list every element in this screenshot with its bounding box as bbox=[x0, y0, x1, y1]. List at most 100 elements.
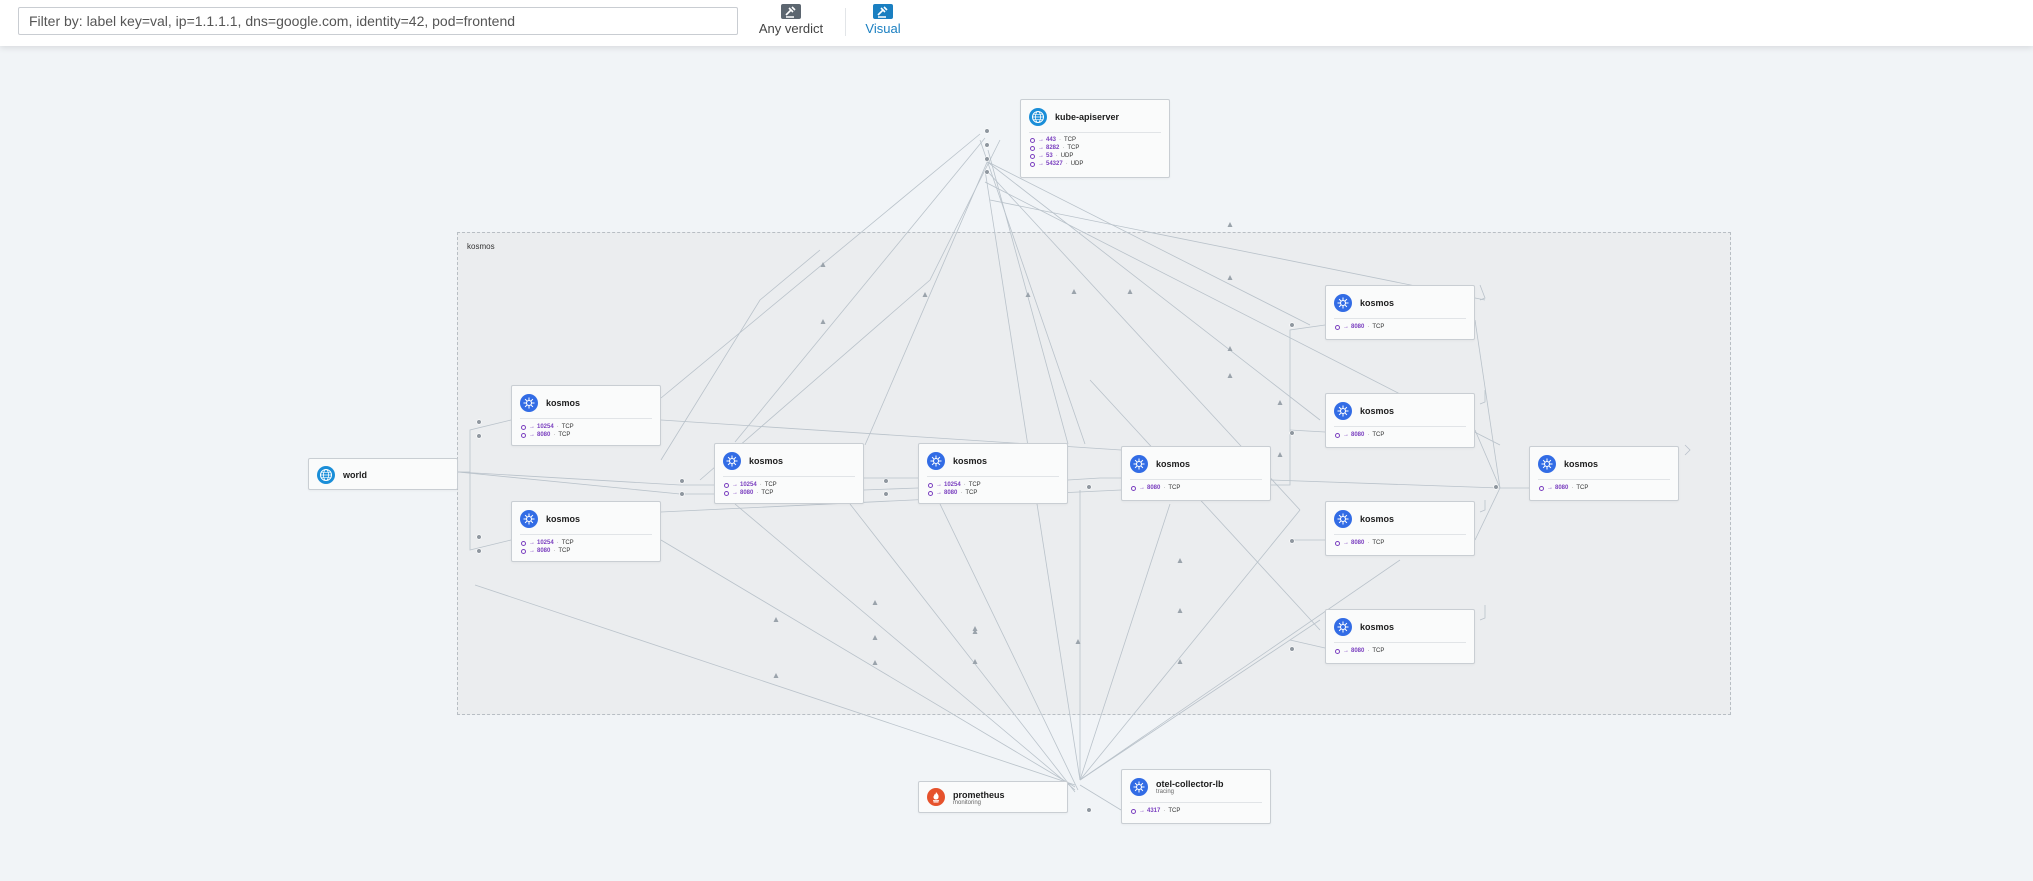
kubernetes-wheel-icon bbox=[723, 452, 741, 470]
edge-path bbox=[699, 139, 1001, 481]
port-list: →4317·TCP bbox=[1131, 807, 1180, 815]
edge-port-dot bbox=[984, 169, 990, 175]
kubernetes-wheel-icon bbox=[1130, 455, 1148, 473]
port-row: →8080·TCP bbox=[1131, 484, 1180, 492]
edge-path bbox=[864, 159, 989, 446]
node-divider bbox=[1334, 642, 1466, 643]
port-list: →8080·TCP bbox=[1335, 647, 1384, 655]
port-row: →8282·TCP bbox=[1030, 144, 1083, 152]
kubernetes-wheel-icon bbox=[520, 510, 538, 528]
node-world[interactable]: world bbox=[308, 458, 458, 490]
edge-path bbox=[1271, 324, 1326, 486]
edge-path bbox=[1079, 503, 1171, 781]
edge-arrow bbox=[1071, 289, 1077, 294]
edge-path bbox=[1289, 429, 1326, 433]
edge-path bbox=[734, 137, 986, 443]
edge-arrow bbox=[872, 660, 878, 665]
node-kosmos[interactable]: kosmos →8080·TCP bbox=[1325, 501, 1475, 556]
node-divider bbox=[1334, 534, 1466, 535]
edge-port-dot bbox=[984, 128, 990, 134]
edge-arrow bbox=[1075, 639, 1081, 644]
port-row: →10254·TCP bbox=[724, 481, 777, 489]
edge-arrow bbox=[872, 635, 878, 640]
node-namespace: tracing bbox=[1156, 789, 1175, 795]
edge-port-dot bbox=[1289, 538, 1295, 544]
node-kosmos[interactable]: kosmos →8080·TCP bbox=[1121, 446, 1271, 501]
port-row: →8080·TCP bbox=[1335, 647, 1384, 655]
edge-port-dot bbox=[984, 142, 990, 148]
edge-path bbox=[469, 472, 512, 551]
port-list: →8080·TCP bbox=[1335, 539, 1384, 547]
edge-path bbox=[734, 503, 1076, 791]
edge-port-dot bbox=[679, 491, 685, 497]
verdict-filter-label: Any verdict bbox=[758, 21, 824, 36]
node-title: world bbox=[343, 470, 367, 480]
filter-input[interactable] bbox=[18, 7, 738, 35]
edge-port-dot bbox=[883, 478, 889, 484]
edge-path bbox=[1089, 379, 1321, 631]
edge-arrow bbox=[872, 600, 878, 605]
edge-path bbox=[987, 161, 1311, 326]
edge-port-dot bbox=[476, 433, 482, 439]
edge-arrow bbox=[1277, 400, 1283, 405]
port-list: →10254·TCP →8080·TCP bbox=[928, 481, 981, 497]
port-list: →8080·TCP bbox=[1335, 323, 1384, 331]
node-otel-collector-lb[interactable]: otel-collector-lb tracing →4317·TCP bbox=[1121, 769, 1271, 824]
node-divider bbox=[723, 476, 855, 477]
node-kosmos[interactable]: kosmos →8080·TCP bbox=[1529, 446, 1679, 501]
namespace-label: kosmos bbox=[467, 242, 495, 251]
port-list: →8080·TCP bbox=[1335, 431, 1384, 439]
edge-port-dot bbox=[679, 478, 685, 484]
edge-path bbox=[457, 471, 714, 495]
port-list: →8080·TCP bbox=[1131, 484, 1180, 492]
kubernetes-wheel-icon bbox=[1130, 778, 1148, 796]
edge-path bbox=[849, 503, 1076, 793]
edge-path bbox=[1479, 500, 1486, 513]
node-kosmos[interactable]: kosmos →10254·TCP →8080·TCP bbox=[511, 501, 661, 562]
edge-port-dot bbox=[1493, 484, 1499, 490]
node-kosmos[interactable]: kosmos →8080·TCP bbox=[1325, 609, 1475, 664]
edge-arrow bbox=[1177, 558, 1183, 563]
edge-arrow bbox=[820, 319, 826, 324]
edge-path bbox=[1474, 319, 1501, 489]
edge-arrow bbox=[820, 262, 826, 267]
edge-port-dot bbox=[1289, 322, 1295, 328]
node-title: kosmos bbox=[749, 456, 784, 466]
node-prometheus[interactable]: prometheus monitoring bbox=[918, 781, 1068, 813]
node-title: kosmos bbox=[1360, 406, 1395, 416]
toolbar-divider bbox=[845, 8, 846, 36]
edge-path bbox=[1067, 477, 1121, 481]
node-divider bbox=[520, 418, 652, 419]
visual-view-button[interactable]: Visual bbox=[862, 4, 904, 40]
edge-path bbox=[984, 159, 1321, 421]
node-kosmos[interactable]: kosmos →10254·TCP →8080·TCP bbox=[918, 443, 1068, 504]
edge-arrow bbox=[972, 626, 978, 631]
node-title: kosmos bbox=[1564, 459, 1599, 469]
edge-arrow bbox=[773, 617, 779, 622]
port-row: →10254·TCP bbox=[521, 539, 574, 547]
node-kube-apiserver[interactable]: kube-apiserver →443·TCP →8282·TCP →53·UD… bbox=[1020, 99, 1170, 178]
edge-arrow bbox=[1025, 292, 1031, 297]
edge-path bbox=[1079, 784, 1122, 811]
port-row: →10254·TCP bbox=[928, 481, 981, 489]
node-kosmos[interactable]: kosmos →10254·TCP →8080·TCP bbox=[714, 443, 864, 504]
node-title: kube-apiserver bbox=[1055, 112, 1120, 122]
node-kosmos[interactable]: kosmos →8080·TCP bbox=[1325, 285, 1475, 340]
node-kosmos[interactable]: kosmos →8080·TCP bbox=[1325, 393, 1475, 448]
node-kosmos[interactable]: kosmos →10254·TCP →8080·TCP bbox=[511, 385, 661, 446]
edge-port-dot bbox=[476, 419, 482, 425]
edge-path bbox=[1079, 509, 1301, 781]
edge-arrow bbox=[1227, 275, 1233, 280]
kubernetes-wheel-icon bbox=[1334, 294, 1352, 312]
verdict-filter-button[interactable]: Any verdict bbox=[755, 4, 827, 40]
edge-path bbox=[1684, 444, 1691, 456]
visual-icon bbox=[873, 4, 893, 19]
edge-arrow bbox=[773, 673, 779, 678]
edge-path bbox=[474, 584, 1076, 786]
port-row: →443·TCP bbox=[1030, 136, 1083, 144]
kubernetes-wheel-icon bbox=[520, 394, 538, 412]
node-title: kosmos bbox=[1360, 622, 1395, 632]
node-title: kosmos bbox=[953, 456, 988, 466]
port-list: →10254·TCP →8080·TCP bbox=[521, 423, 574, 439]
